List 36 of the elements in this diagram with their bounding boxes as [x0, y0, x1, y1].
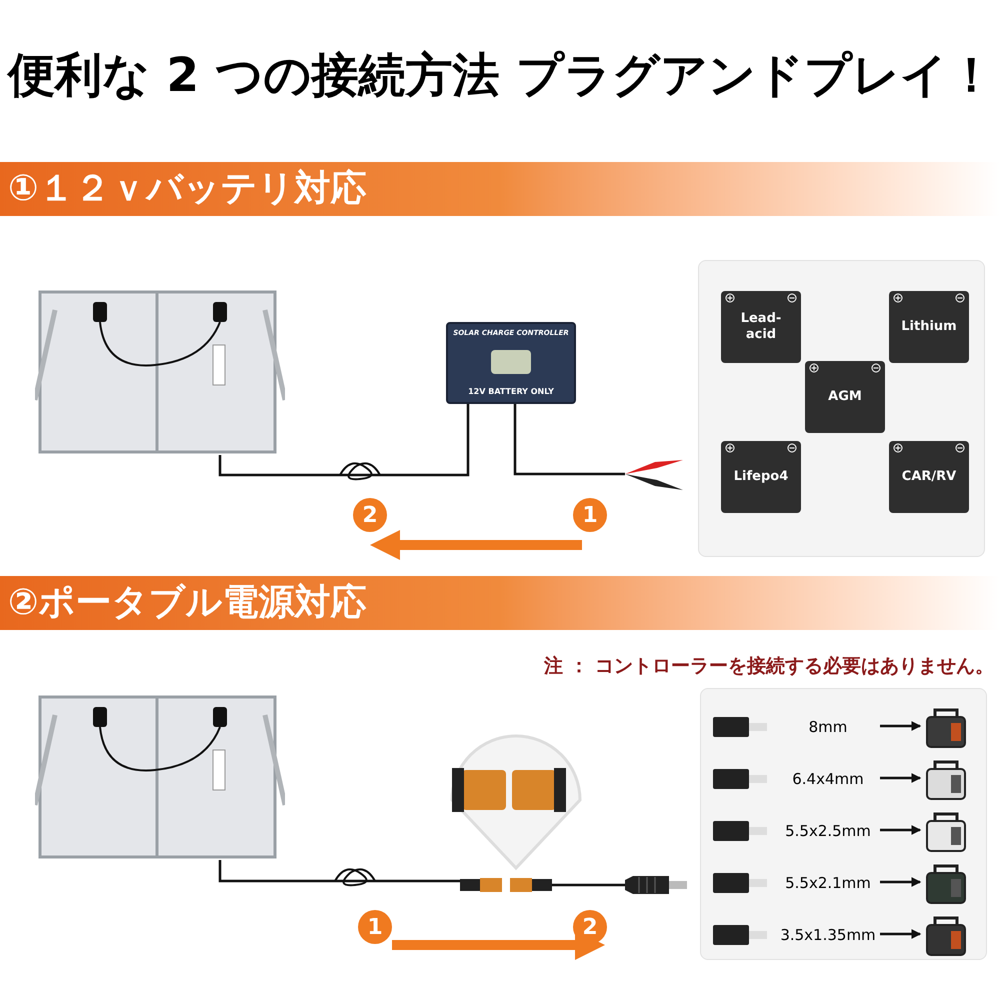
- arrow: [880, 929, 922, 939]
- panel: [698, 260, 985, 557]
- section-heading: ①１２ｖバッテリ対応: [8, 167, 366, 211]
- step-number-badge: 1: [573, 498, 607, 532]
- device-label: 12V BATTERY ONLY: [468, 386, 554, 398]
- panel: [700, 688, 987, 960]
- battery-block: [721, 441, 801, 513]
- note-text: 注 ： コントローラーを接続する必要はありません。: [544, 654, 994, 679]
- battery-label: CAR/RV: [900, 468, 958, 486]
- battery-label: Lifepo4: [732, 468, 790, 486]
- cable: [218, 404, 470, 476]
- title: 便利な 2 つの接続方法 プラグアンドプレイ！: [8, 52, 995, 99]
- plug-size-label: 3.5x1.35mm: [779, 924, 877, 946]
- cable: [514, 404, 625, 476]
- plug-size-label: 8mm: [808, 716, 848, 738]
- step-number-badge: 1: [358, 910, 392, 944]
- cable: [552, 884, 625, 886]
- battery-label: AGM: [827, 388, 863, 406]
- plug-size-label: 5.5x2.5mm: [784, 820, 872, 842]
- battery-block: [721, 291, 801, 363]
- battery-block: [805, 361, 885, 433]
- plug-size-label: 6.4x4mm: [791, 768, 865, 790]
- arrow: [880, 721, 922, 731]
- arrow: [880, 825, 922, 835]
- section-heading: ②ポータブル電源対応: [8, 581, 366, 625]
- step-number-badge: 2: [353, 498, 387, 532]
- arrow: [880, 877, 922, 887]
- arrow: [880, 773, 922, 783]
- cable: [218, 860, 460, 882]
- charge-controller: [446, 322, 576, 404]
- plug-size-label: 5.5x2.1mm: [784, 872, 872, 894]
- battery-label: Lead-acid: [740, 310, 782, 344]
- step-number-badge: 2: [573, 910, 607, 944]
- battery-label: Lithium: [900, 318, 958, 336]
- battery-block: [889, 291, 969, 363]
- battery-block: [889, 441, 969, 513]
